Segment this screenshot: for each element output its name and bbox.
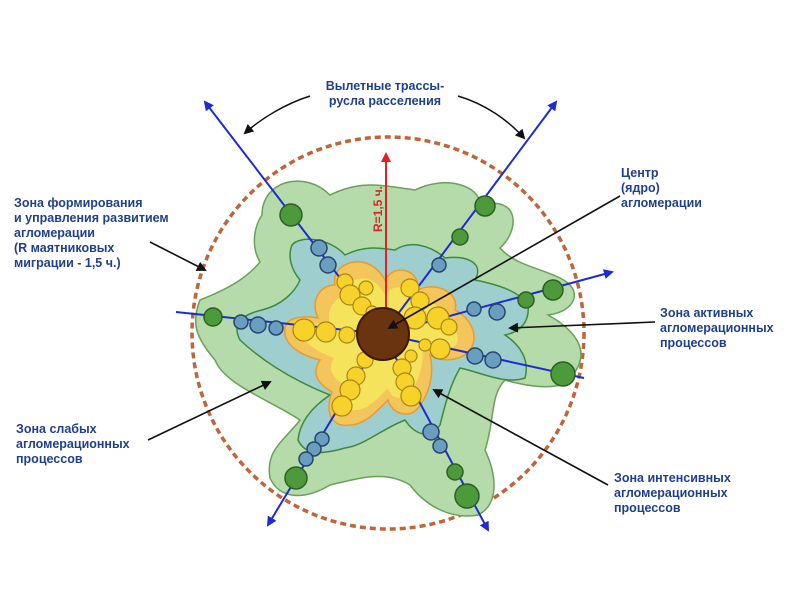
formation-zone-pointer (149, 241, 207, 271)
yellow-node (400, 385, 422, 407)
green-node (446, 463, 464, 481)
blue-node (306, 441, 322, 457)
blue-node (314, 431, 330, 447)
blue-node (249, 316, 267, 334)
active-zone-pointer (508, 321, 656, 333)
blue-node (484, 351, 502, 369)
migration-radius-circle (190, 135, 586, 531)
green-node (451, 228, 469, 246)
routes-curved-arrow (457, 95, 526, 140)
routes-curved-arrow (243, 95, 311, 135)
green-nodes (203, 195, 576, 509)
yellow-node (400, 278, 420, 298)
yellow-nodes (292, 273, 458, 417)
yellow-node (315, 321, 337, 343)
yellow-node (418, 338, 432, 352)
green-node (550, 361, 576, 387)
weak-zone-pointer (147, 380, 272, 441)
center-pointer (387, 195, 621, 329)
label-pointers (147, 195, 656, 486)
weak-zone-label: Зона слабых агломерационных процессов (16, 422, 130, 466)
green-node (474, 195, 496, 217)
yellow-node (338, 326, 356, 344)
radius-label: R=1,5 ч. (371, 186, 385, 232)
center-label: Центр (ядро) агломерации (621, 166, 702, 210)
routes-label: Вылетные трассы- русла расселения (325, 79, 445, 108)
yellow-node (429, 338, 451, 360)
blue-node (422, 423, 440, 441)
yellow-node (358, 280, 374, 296)
blue-node (431, 257, 447, 273)
blue-nodes (233, 239, 506, 467)
green-node (517, 291, 535, 309)
yellow-node (404, 349, 418, 363)
green-node (203, 307, 223, 327)
green-node (542, 279, 564, 301)
intensive-zone-label: Зона интенсивных агломерационных процесс… (614, 471, 731, 515)
agglomeration-nucleus (356, 307, 410, 361)
green-node (279, 203, 303, 227)
blue-node (432, 438, 448, 454)
blue-node (233, 314, 249, 330)
blue-node (466, 301, 482, 317)
blue-node (466, 347, 484, 365)
formation-zone-label: Зона формирования и управления развитием… (14, 196, 169, 270)
active-zone-label: Зона активных агломерационных процессов (660, 306, 774, 350)
green-node (454, 483, 480, 509)
green-node (284, 466, 308, 490)
blue-node (298, 451, 314, 467)
yellow-node (440, 318, 458, 336)
blue-node (488, 303, 506, 321)
blue-node (319, 256, 337, 274)
intensive-zone-pointer (432, 389, 609, 486)
yellow-node (331, 395, 353, 417)
yellow-node (292, 318, 316, 342)
blue-node (310, 239, 328, 257)
blue-node (268, 320, 284, 336)
